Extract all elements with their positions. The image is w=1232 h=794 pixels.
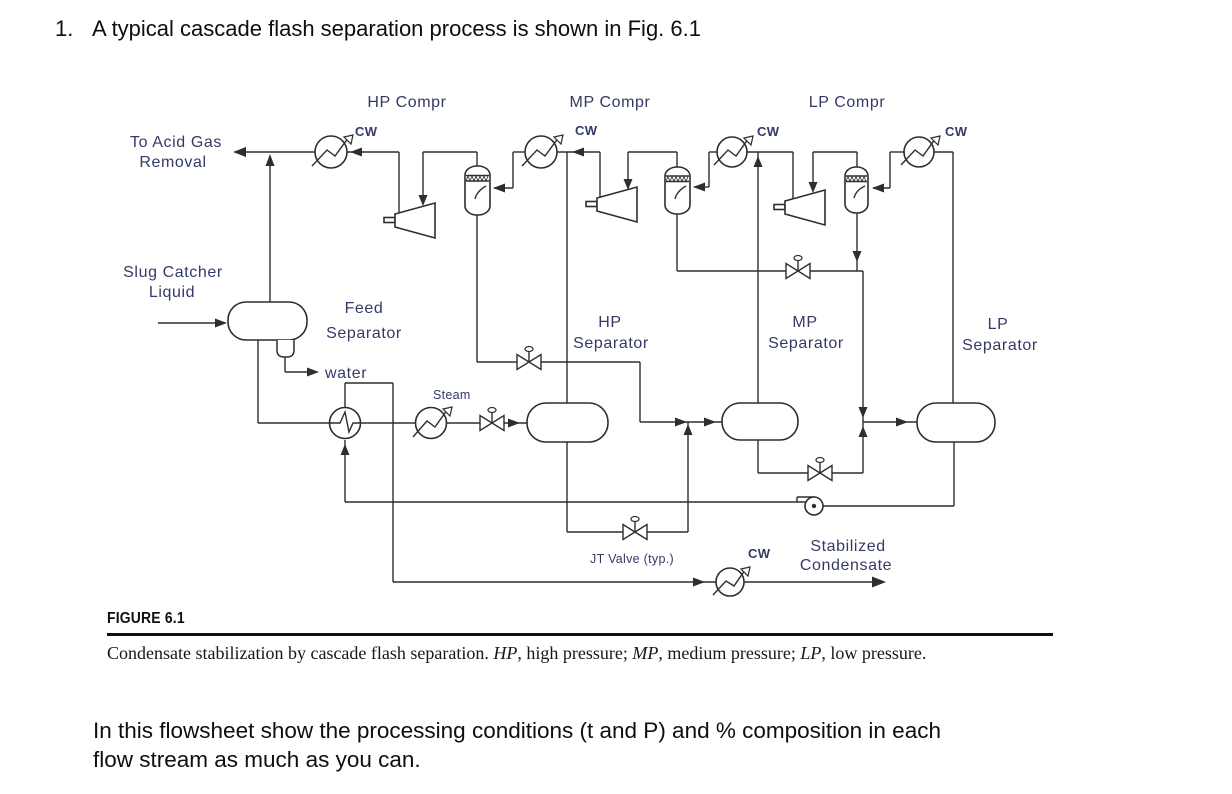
question-line-2: flow stream as much as you can. [93,746,421,772]
lp-discharge-cooler-icon [713,135,754,168]
steam-heater-icon [412,406,453,440]
mp-separator-label-2: Separator [768,335,844,352]
feed-bottoms-exchanger-icon [328,406,362,440]
slug-catcher-label-1: Slug Catcher [123,264,223,281]
cw-label-lp-vapor: CW [945,124,968,139]
hp-scrubber-drain-valve-icon [516,345,542,371]
hp-separator-label-1: HP [598,314,621,331]
page-title: 1. A typical cascade flash separation pr… [55,16,701,42]
mp-separator-vessel [721,402,799,441]
caption-lead: Condensate stabilization by cascade flas… [107,643,494,663]
lp-suction-scrubber [844,166,869,214]
cw-label-condensate: CW [748,546,771,561]
feed-separator-vessel [227,301,308,358]
mp-discharge-cooler-icon [521,134,564,169]
hp-separator-label-2: Separator [573,335,649,352]
hp-jt-valve-icon [622,515,648,541]
flow-lines [158,147,955,588]
hp-compressor-icon [383,201,436,240]
cw-label-lp: CW [757,124,780,139]
condensate-pump-icon [804,496,824,516]
caption-mp: MP [632,643,659,663]
lp-separator-label-2: Separator [962,337,1038,354]
stabilized-condensate-label-2: Condensate [800,557,892,574]
process-flow-diagram: HP Compr MP Compr LP Compr CW CW CW CW C… [123,94,1038,597]
figure-caption: Condensate stabilization by cascade flas… [107,643,1067,664]
diagram-labels: HP Compr MP Compr LP Compr CW CW CW CW C… [123,94,1038,574]
stabilized-condensate-label-1: Stabilized [810,538,885,555]
lp-compressor-icon [773,188,826,227]
cw-label-hp: CW [355,124,378,139]
hp-discharge-cooler-icon [311,134,354,169]
caption-lp: LP [800,643,822,663]
lp-vapor-cooler-icon [900,135,941,168]
feed-separator-label-2: Separator [326,325,402,342]
lp-separator-label-1: LP [988,316,1009,333]
figure-label: FIGURE 6.1 [107,610,185,627]
mp-separator-label-1: MP [792,314,817,331]
to-acid-gas-label-2: Removal [139,154,206,171]
caption-lp-desc: , low pressure. [821,643,927,663]
hp-separator-vessel [526,402,609,443]
slug-catcher-label-2: Liquid [149,284,195,301]
caption-mp-desc: , medium pressure; [658,643,801,663]
mp-compr-label: MP Compr [570,94,651,111]
title-text: A typical cascade flash separation proce… [92,16,701,41]
feed-heater-valve-icon [479,406,505,432]
title-number: 1. [55,16,74,41]
feed-separator-label-1: Feed [345,300,384,317]
cw-label-mp: CW [575,123,598,138]
hp-suction-scrubber [464,165,491,216]
lp-separator-vessel [916,402,996,443]
condensate-cooler-icon [712,566,751,597]
caption-hp-desc: , high pressure; [517,643,633,663]
water-label: water [324,365,367,382]
caption-hp: HP [493,643,518,663]
mp-suction-scrubber [664,166,691,215]
mp-scrubber-drain-valve-icon [785,254,811,280]
question-line-1: In this flowsheet show the processing co… [93,718,941,743]
lp-compr-label: LP Compr [809,94,886,111]
mp-jt-valve-icon [807,456,833,482]
jt-valve-label: JT Valve (typ.) [590,552,674,566]
question-text: In this flowsheet show the processing co… [93,717,941,774]
figure-rule [107,633,1053,636]
mp-compressor-icon [585,185,638,224]
steam-label: Steam [433,388,471,402]
to-acid-gas-label-1: To Acid Gas [130,134,222,151]
hp-compr-label: HP Compr [367,94,446,111]
